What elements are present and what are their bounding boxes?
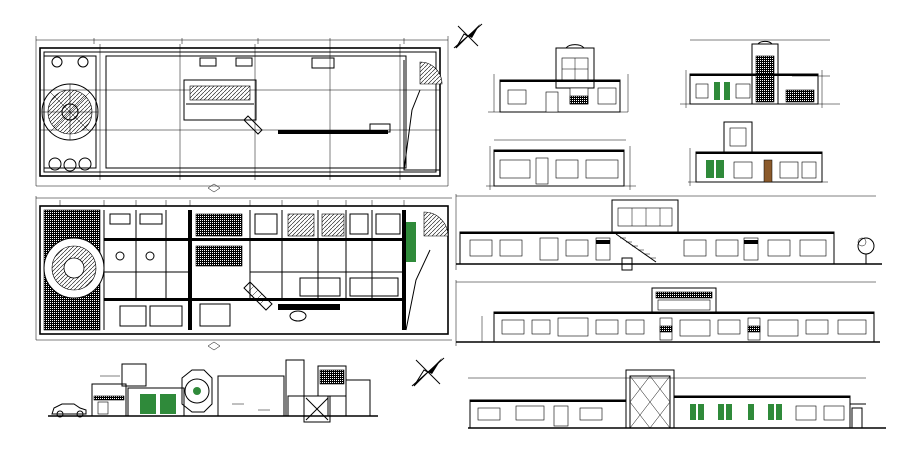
front-elevation-1 bbox=[488, 44, 629, 113]
tree-icon bbox=[857, 237, 875, 264]
elevation-long-1 bbox=[455, 280, 880, 346]
car-icon bbox=[51, 403, 87, 418]
roof-plan bbox=[35, 36, 449, 193]
front-elevation-2 bbox=[486, 139, 636, 190]
side-elevation-1 bbox=[680, 39, 840, 108]
elevation-long-2 bbox=[468, 369, 886, 429]
side-elevation-2 bbox=[688, 121, 828, 186]
north-arrow-icon bbox=[411, 357, 445, 387]
floor-plan bbox=[35, 196, 452, 351]
section-a bbox=[455, 194, 882, 271]
north-arrow-icon bbox=[453, 23, 483, 49]
elevation-entrance bbox=[48, 359, 378, 423]
